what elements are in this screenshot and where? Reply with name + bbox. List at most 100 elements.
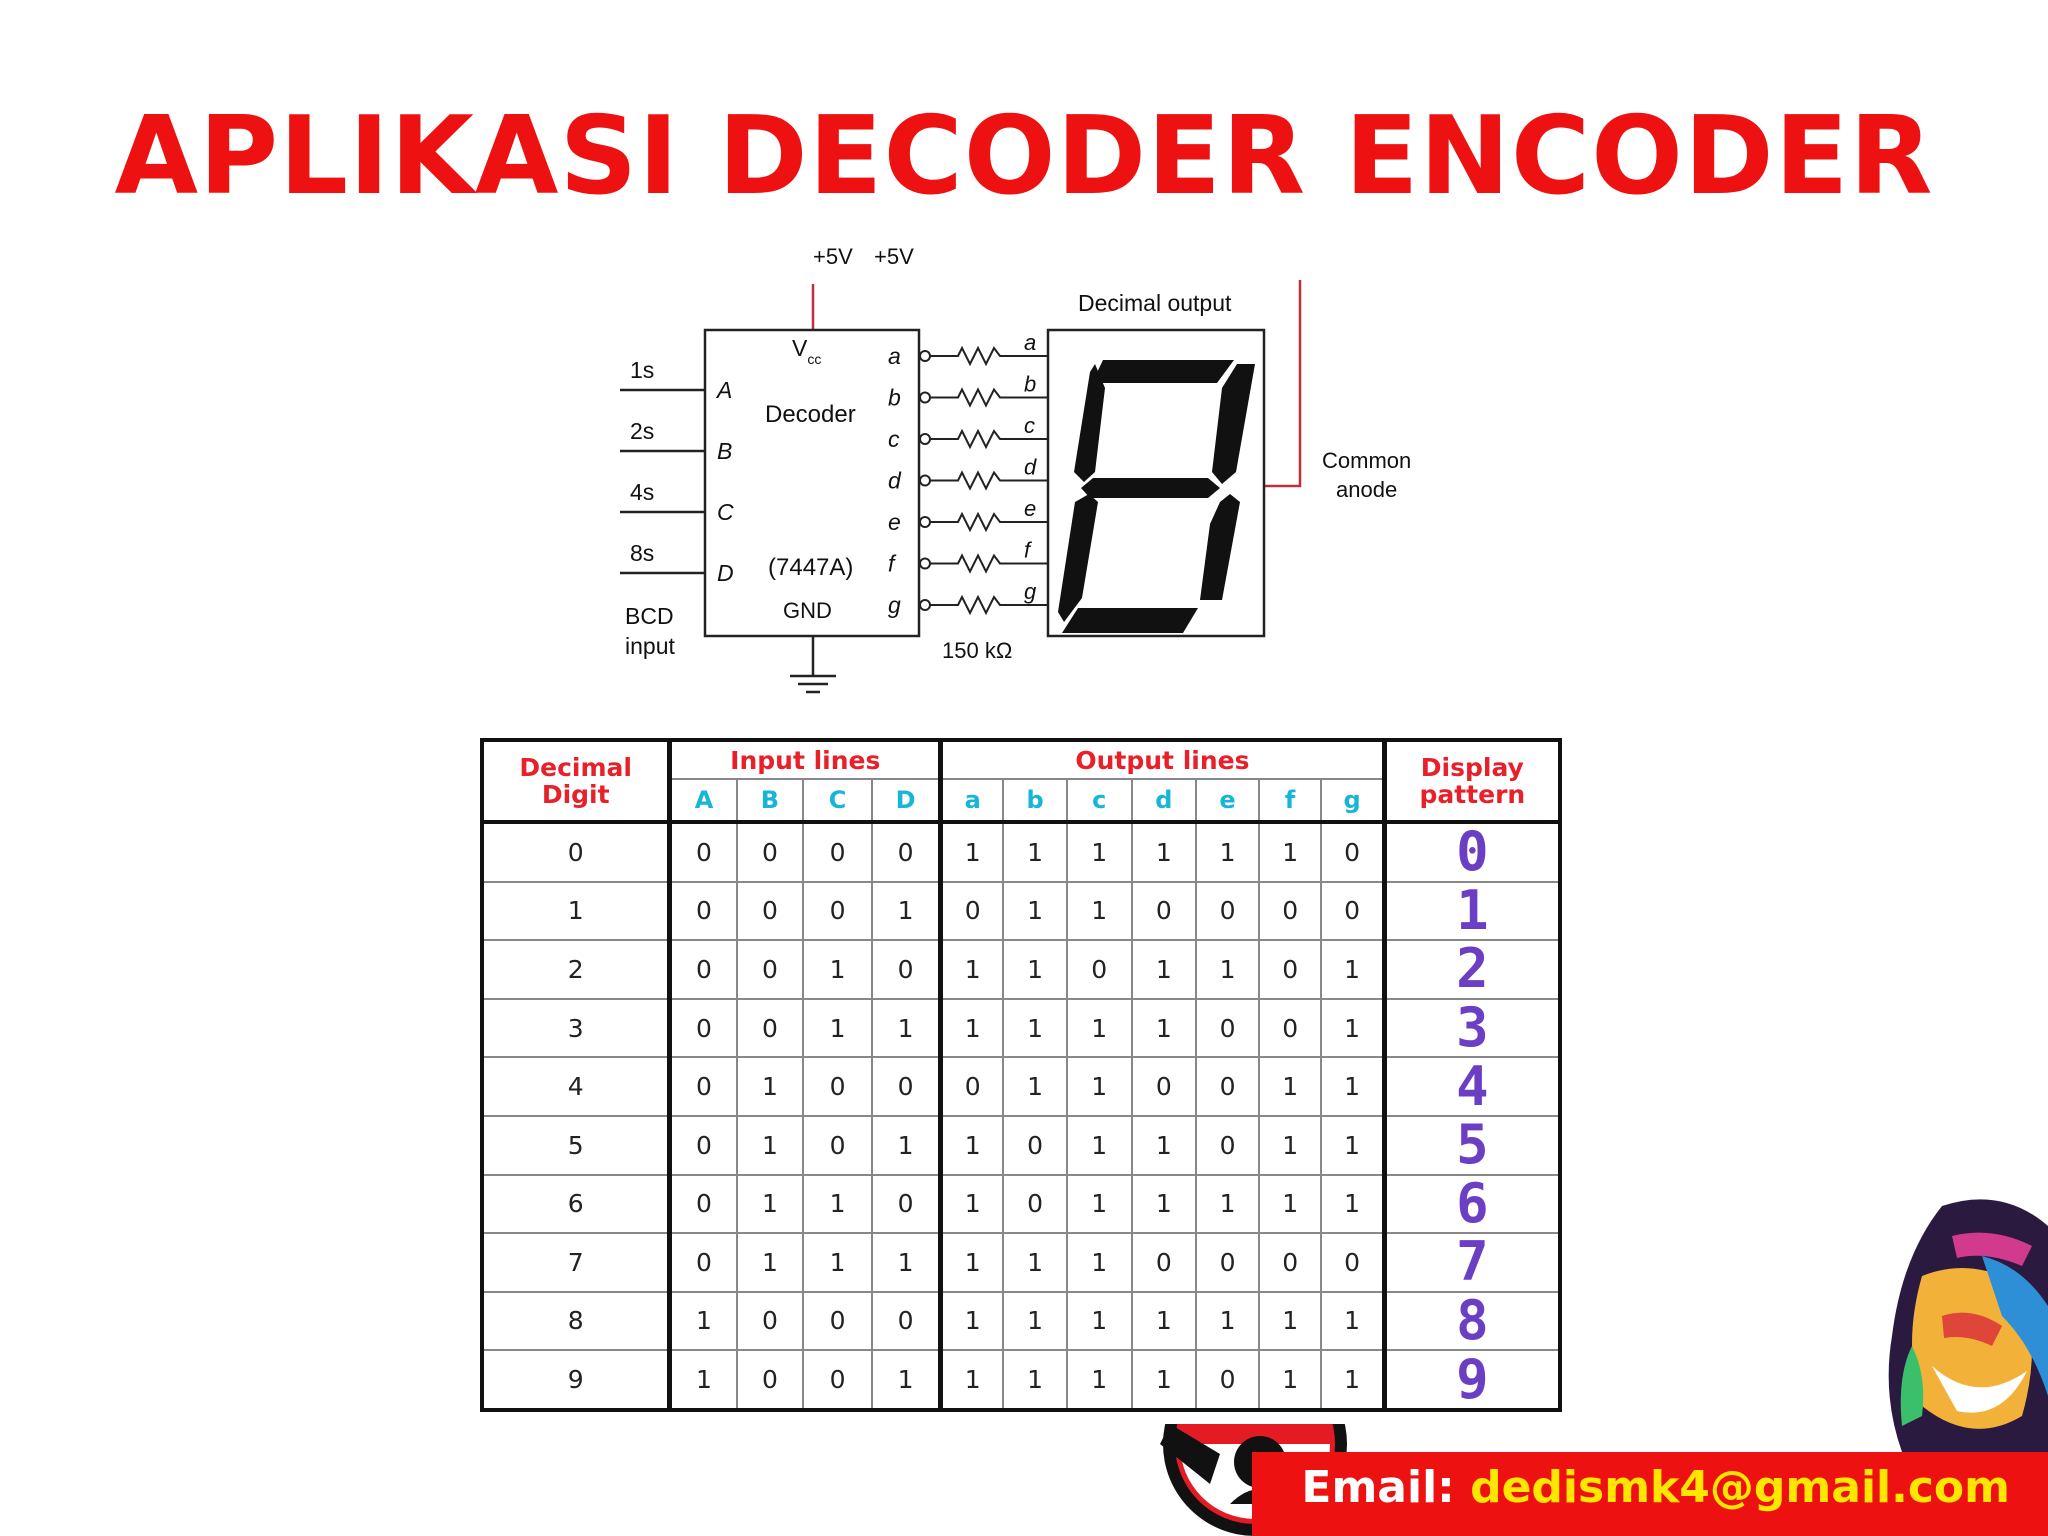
- slide-title: APLIKASI DECODER ENCODER: [114, 94, 1934, 219]
- output-col-f: f: [1257, 778, 1323, 824]
- display-pattern-glyph: 5: [1456, 1113, 1489, 1177]
- input-cell: 1: [667, 1349, 738, 1411]
- output-cell: 1: [1257, 1114, 1323, 1176]
- output-cell: 1: [1002, 997, 1068, 1059]
- output-cell: 1: [1195, 939, 1260, 1000]
- output-cell: 0: [1065, 939, 1133, 1000]
- input-cell: 0: [735, 1290, 805, 1352]
- input-cell: 1: [735, 1232, 805, 1293]
- output-bubble-a: [919, 350, 931, 362]
- resistor-b: [930, 387, 1048, 408]
- truth-table: Decimal Digit Input lines Output lines D…: [480, 738, 1562, 1412]
- input-cell: 0: [870, 1290, 942, 1352]
- output-cell: 1: [1320, 1290, 1386, 1352]
- output-cell: 0: [1002, 1114, 1068, 1176]
- output-col-b: b: [1002, 778, 1068, 824]
- output-cell: 1: [1257, 1349, 1323, 1411]
- display-pattern-cell: 1: [1381, 880, 1561, 942]
- output-cell: 0: [938, 1056, 1005, 1117]
- output-pin-a: a: [888, 343, 901, 369]
- header-display-pattern: Display pattern: [1381, 739, 1561, 824]
- chip-name: Decoder: [765, 401, 856, 428]
- output-cell: 1: [1320, 1173, 1386, 1235]
- display-pattern-glyph: 8: [1456, 1288, 1489, 1352]
- segment-wire-label-g: g: [1024, 579, 1037, 604]
- display-pattern-glyph: 6: [1456, 1171, 1489, 1235]
- input-cell: 0: [735, 939, 805, 1000]
- output-cell: 1: [938, 1114, 1005, 1176]
- header-output-lines: Output lines: [938, 739, 1386, 780]
- input-pin-c: C: [717, 499, 734, 525]
- input-cell: 0: [802, 821, 873, 883]
- resistor-e: [930, 511, 1048, 533]
- header-decimal-line-1: Decimal: [519, 753, 632, 782]
- display-pattern-cell: 7: [1381, 1232, 1561, 1293]
- output-cell: 0: [938, 880, 1005, 942]
- display-pattern-glyph: 4: [1456, 1054, 1489, 1118]
- anode-label-2: anode: [1336, 477, 1397, 502]
- output-bubble-c: [919, 433, 931, 445]
- output-cell: 1: [1257, 821, 1323, 883]
- header-input-lines: Input lines: [667, 739, 942, 780]
- output-cell: 1: [938, 1232, 1005, 1293]
- input-cell: 1: [870, 997, 942, 1059]
- output-cell: 1: [1195, 821, 1260, 883]
- decoder-chip: [703, 328, 921, 638]
- display-pattern-glyph: 9: [1456, 1347, 1489, 1411]
- output-cell: 1: [1002, 1349, 1068, 1411]
- output-cell: 1: [1002, 1232, 1068, 1293]
- segment-wire-label-c: c: [1024, 413, 1035, 438]
- display-pattern-cell: 6: [1381, 1171, 1561, 1235]
- output-cell: 1: [1257, 1173, 1323, 1235]
- output-bubble-d: [919, 474, 931, 487]
- output-pin-c: c: [888, 426, 900, 452]
- seven-segment-digit: [1058, 360, 1255, 633]
- output-cell: 1: [1130, 1114, 1198, 1176]
- output-pin-f: f: [888, 551, 897, 577]
- input-cell: 0: [667, 1232, 738, 1293]
- output-cell: 0: [1257, 939, 1323, 1000]
- vcc-right-label: +5V: [874, 244, 914, 269]
- decimal-digit-cell: 3: [481, 997, 671, 1059]
- input-pin-d: D: [717, 560, 734, 586]
- resistor-g: [930, 594, 1048, 616]
- output-cell: 1: [1065, 1349, 1133, 1411]
- output-cell: 0: [1257, 1232, 1323, 1293]
- segment-wire-label-d: d: [1024, 455, 1037, 480]
- output-pin-d: d: [888, 468, 902, 494]
- input-lines: [620, 388, 705, 575]
- decimal-digit-cell: 8: [481, 1290, 671, 1352]
- output-cell: 1: [1320, 1349, 1386, 1411]
- output-cell: 0: [1320, 1232, 1386, 1293]
- decoder-schematic: +5V +5V Vcc Decoder (7447A) GND 1s 2s 4s…: [620, 244, 1411, 694]
- segment-a: [1092, 360, 1234, 383]
- output-cell: 1: [938, 997, 1005, 1059]
- input-cell: 0: [667, 939, 738, 1000]
- input-cell: 1: [870, 1349, 942, 1411]
- common-anode-wire: [1264, 280, 1302, 488]
- output-cell: 1: [1130, 1173, 1198, 1235]
- output-cell: 1: [1257, 1056, 1323, 1117]
- email-address[interactable]: dedismk4@gmail.com: [1470, 1462, 2010, 1513]
- display-pattern-cell: 8: [1381, 1288, 1561, 1352]
- input-cell: 1: [802, 1232, 873, 1293]
- output-cell: 0: [1195, 880, 1260, 942]
- input-cell: 0: [870, 1056, 942, 1117]
- output-cell: 1: [1130, 1349, 1198, 1411]
- input-cell: 1: [735, 1173, 805, 1235]
- output-cell: 1: [1195, 1290, 1260, 1352]
- input-cell: 0: [667, 997, 738, 1059]
- output-pin-b: b: [888, 385, 901, 411]
- output-cell: 1: [1065, 1173, 1133, 1235]
- input-cell: 0: [667, 1056, 738, 1117]
- display-pattern-cell: 9: [1381, 1347, 1561, 1411]
- display-pattern-cell: 4: [1381, 1054, 1561, 1118]
- input-cell: 0: [667, 1114, 738, 1176]
- input-col-D: D: [870, 778, 942, 824]
- input-pin-a: A: [715, 377, 732, 403]
- output-col-a: a: [938, 778, 1005, 824]
- output-cell: 1: [1065, 1056, 1133, 1117]
